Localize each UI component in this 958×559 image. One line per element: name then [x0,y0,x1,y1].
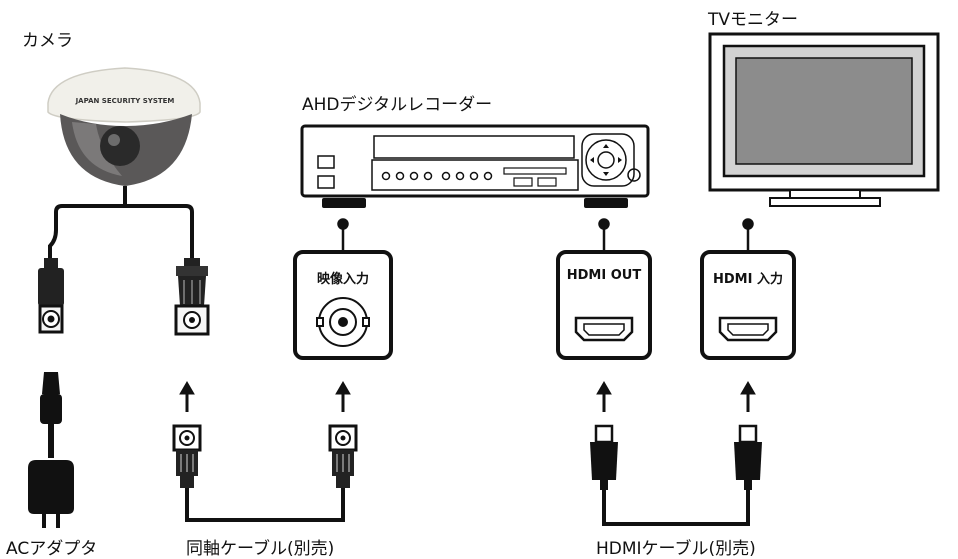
camera-bnc-connector [174,258,210,336]
tv-monitor [708,32,940,207]
dome-camera: JAPAN SECURITY SYSTEM [47,67,201,186]
arrow-up-icon [740,381,756,412]
coax-cable [172,424,358,522]
ahd-recorder [300,124,650,208]
ac-adapter-label: ACアダプタ [6,539,98,559]
hdmi-in-port-label: HDMI 入力 [713,272,783,287]
port-leader-lines [337,218,754,250]
arrow-up-icon [596,381,612,412]
hdmi-cable-label: HDMIケーブル(別売) [596,539,756,559]
recorder-label: AHDデジタルレコーダー [302,95,493,115]
arrow-up-icon [179,381,195,412]
coax-cable-label: 同軸ケーブル(別売) [186,539,335,559]
video-input-port-label: 映像入力 [316,272,369,287]
hdmi-cable [590,424,762,526]
coax-plug-right [328,424,358,488]
video-input-port: 映像入力 [293,250,393,360]
hdmi-in-port: HDMI 入力 [700,250,796,360]
camera-label: カメラ [22,31,73,51]
dc-jack-connector [38,258,64,334]
connection-arrows [179,381,756,412]
arrow-up-icon [335,381,351,412]
tv-label: TVモニター [708,10,799,30]
hdmi-plug-right [734,424,762,490]
camera-brand-text: JAPAN SECURITY SYSTEM [75,97,175,105]
ac-adapter [28,372,74,528]
hdmi-plug-left [590,424,618,490]
hdmi-out-port-label: HDMI OUT [566,268,642,283]
coax-plug-left [172,424,202,488]
camera-pigtail-cable [48,186,194,262]
hdmi-out-port: HDMI OUT [556,250,652,360]
